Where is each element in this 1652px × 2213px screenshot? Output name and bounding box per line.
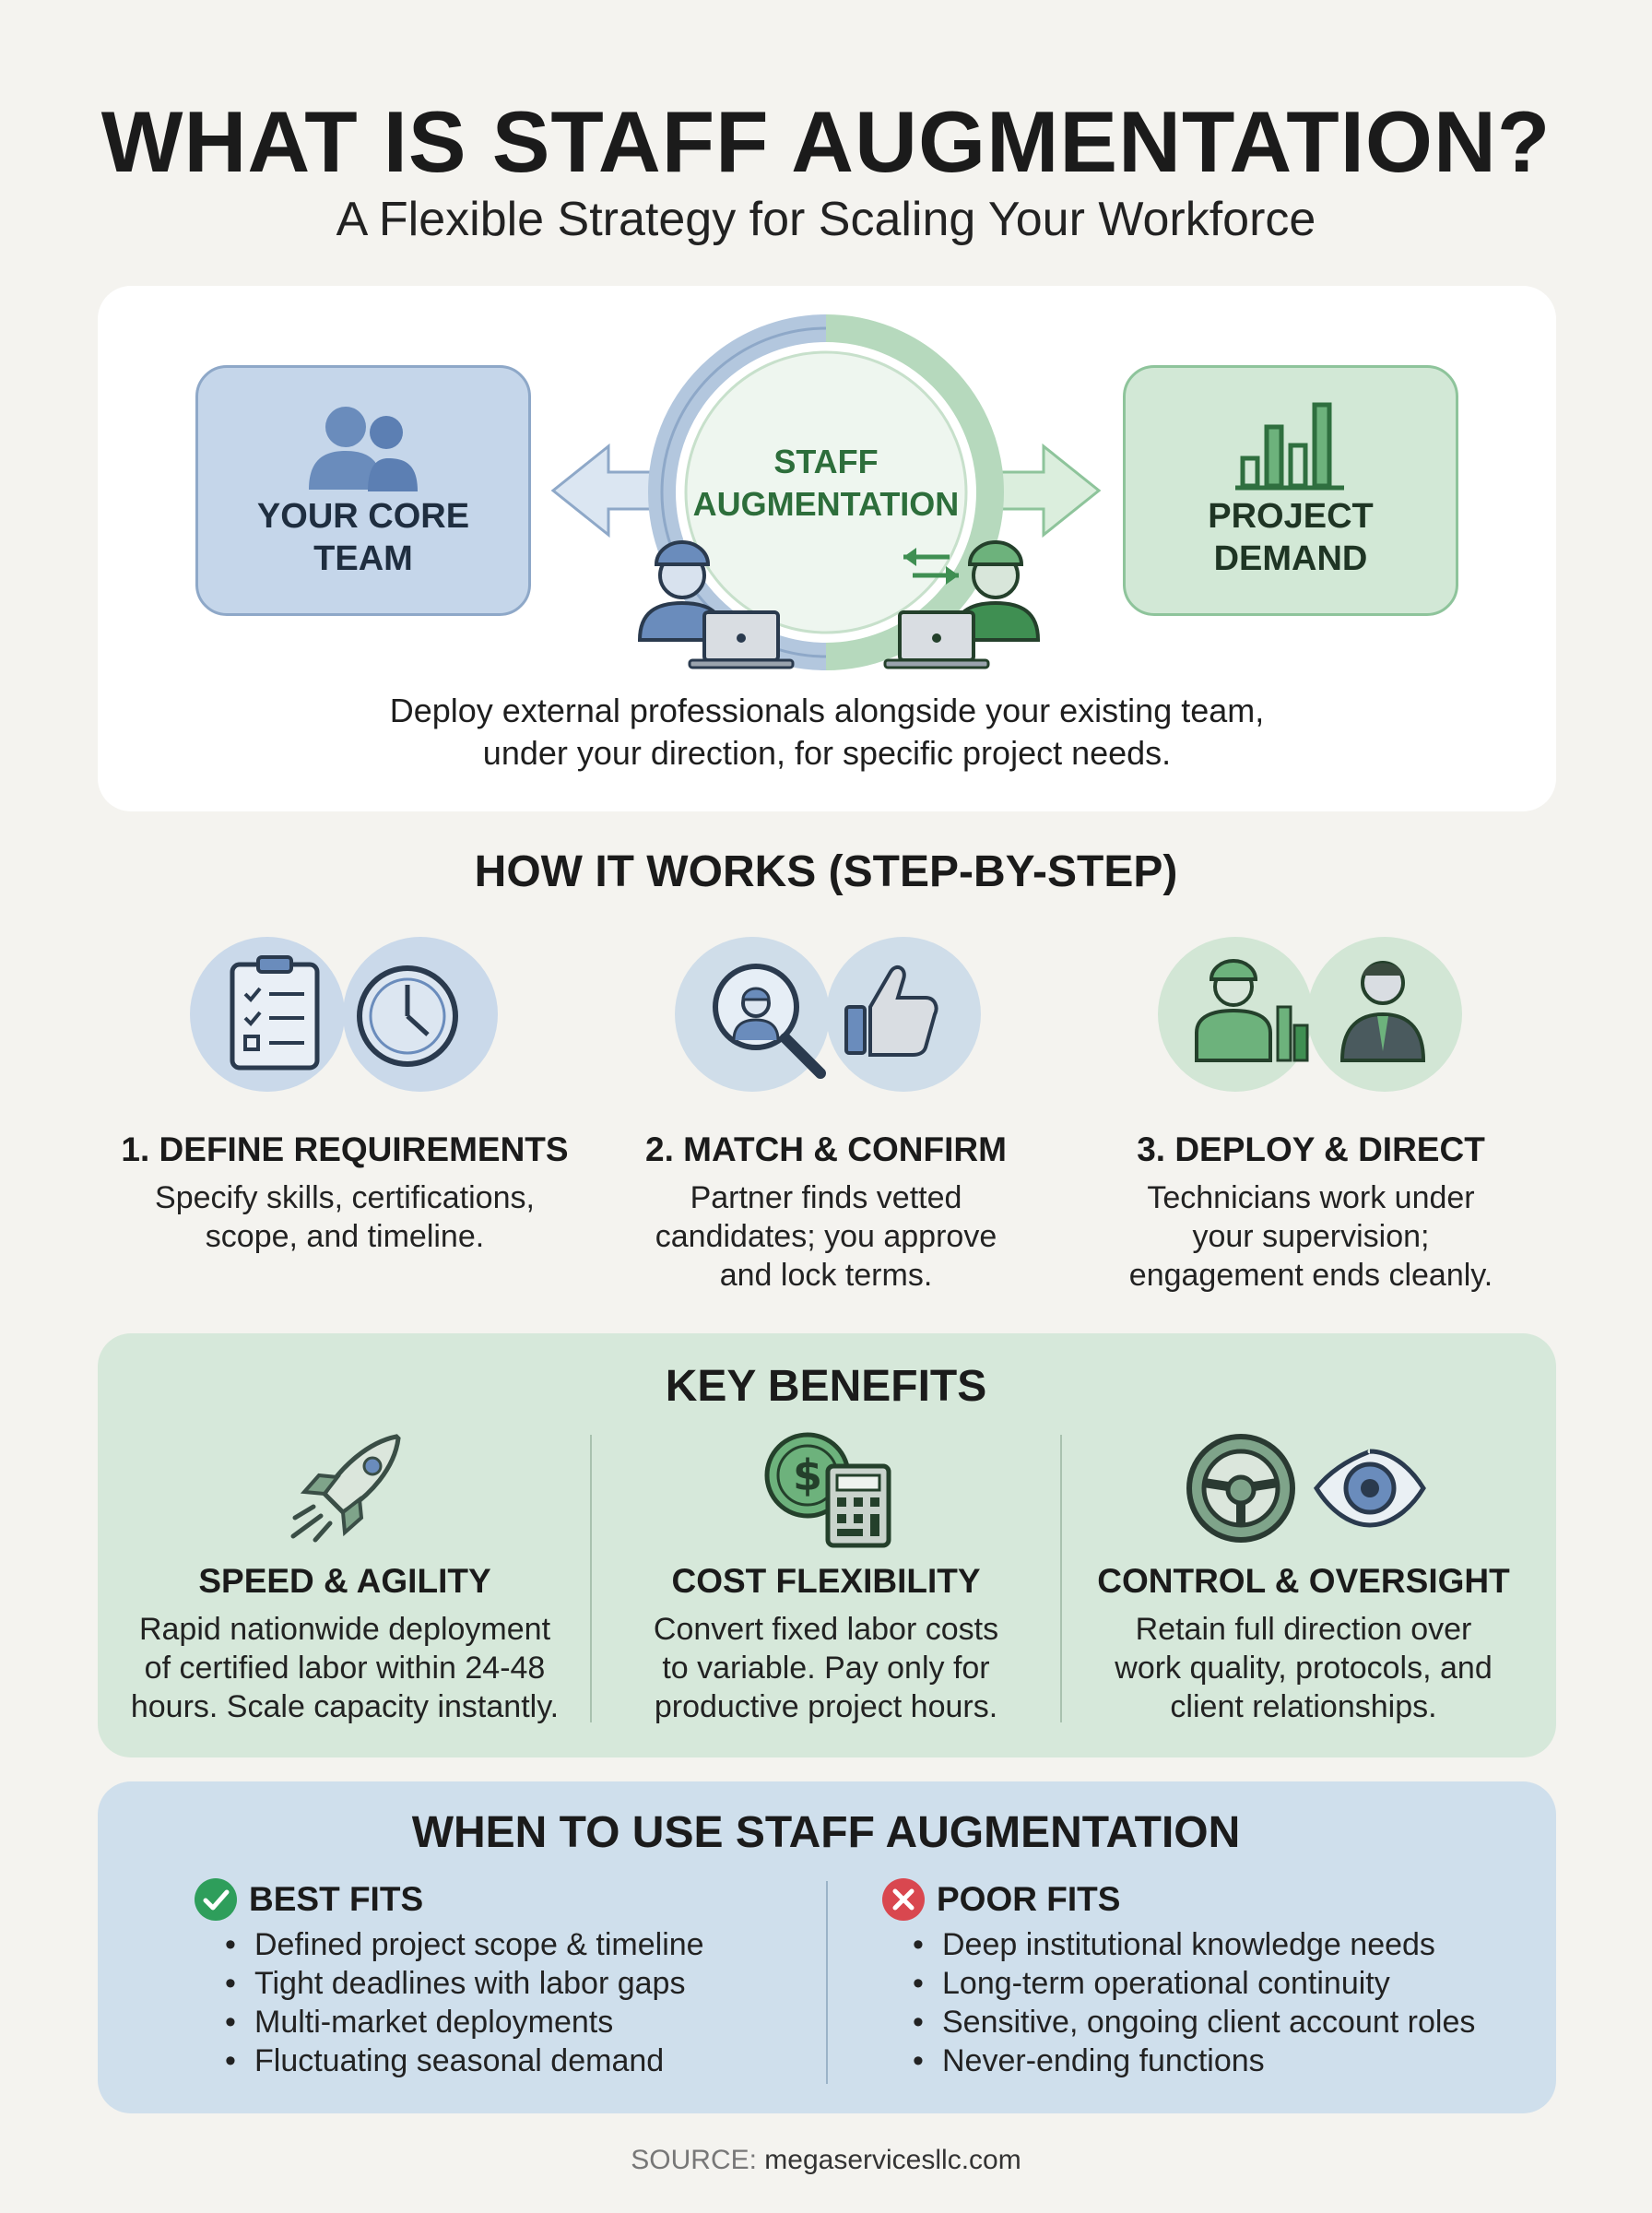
eye-icon	[1313, 1449, 1426, 1528]
list-item: Sensitive, ongoing client account roles	[909, 2003, 1475, 2041]
laptop-icon	[688, 610, 795, 669]
when-to-use-title: WHEN TO USE STAFF AUGMENTATION	[411, 1808, 1241, 1857]
bar-chart-icon	[1126, 399, 1456, 491]
benefit-2-description: Convert fixed labor costs to variable. P…	[653, 1612, 999, 1724]
page-subtitle: A Flexible Strategy for Scaling Your Wor…	[336, 193, 1316, 246]
list-item: Tight deadlines with labor gaps	[221, 1964, 704, 2003]
project-demand-label: PROJECT DEMAND	[1208, 497, 1374, 578]
best-fits-list: Defined project scope & timeline Tight d…	[221, 1925, 704, 2080]
source-link[interactable]: megaservicesllc.com	[764, 2145, 1021, 2175]
source-credit: SOURCE: megaservicesllc.com	[631, 2145, 1021, 2175]
core-team-box: YOUR CORE TEAM	[195, 365, 531, 616]
page-title: WHAT IS STAFF AUGMENTATION?	[100, 93, 1552, 190]
divider	[590, 1435, 592, 1722]
benefit-1-description: Rapid nationwide deployment of certified…	[130, 1612, 560, 1724]
divider	[826, 1881, 828, 2084]
step-2-description: Partner finds vetted candidates; you app…	[655, 1180, 997, 1293]
thumbs-up-icon	[844, 964, 938, 1057]
project-demand-box: PROJECT DEMAND	[1123, 365, 1458, 616]
key-benefits-title: KEY BENEFITS	[665, 1362, 987, 1411]
how-it-works-title: HOW IT WORKS (STEP-BY-STEP)	[474, 847, 1178, 896]
cycle-diagram	[550, 314, 1102, 670]
benefit-3-description: Retain full direction over work quality,…	[1115, 1612, 1493, 1724]
laptop-icon	[883, 610, 990, 669]
x-circle-icon	[882, 1878, 925, 1921]
step-3-description: Technicians work under your supervision;…	[1128, 1180, 1493, 1293]
check-circle-icon	[195, 1878, 237, 1921]
list-item: Multi-market deployments	[221, 2003, 704, 2041]
benefit-icons: $	[290, 1432, 1426, 1548]
list-item: Deep institutional knowledge needs	[909, 1925, 1475, 1964]
exchange-arrows-icon	[903, 548, 959, 585]
worker-icon	[1195, 959, 1309, 1062]
best-fits-heading: BEST FITS	[194, 1877, 423, 1922]
worker-icon	[637, 540, 727, 642]
poor-fits-heading: POOR FITS	[881, 1877, 1120, 1922]
core-team-label: YOUR CORE TEAM	[256, 497, 470, 578]
businessman-icon	[1339, 961, 1426, 1062]
step-1-title: 1. DEFINE REQUIREMENTS	[121, 1130, 569, 1168]
magnifier-icon	[713, 964, 826, 1079]
steps-icons	[190, 937, 1462, 1092]
step-3-title: 3. DEPLOY & DIRECT	[1137, 1130, 1485, 1168]
users-icon	[198, 399, 528, 501]
list-item: Never-ending functions	[909, 2041, 1475, 2080]
intro-description: Deploy external professionals alongside …	[98, 690, 1556, 775]
benefit-1-title: SPEED & AGILITY	[198, 1562, 491, 1600]
benefit-2-title: COST FLEXIBILITY	[671, 1562, 981, 1600]
svg-text:$: $	[793, 1450, 822, 1500]
clipboard-icon	[230, 955, 320, 1071]
divider	[1060, 1435, 1062, 1722]
list-item: Fluctuating seasonal demand	[221, 2041, 704, 2080]
intro-description-line: under your direction, for specific proje…	[482, 734, 1172, 772]
steering-wheel-icon	[1186, 1434, 1295, 1543]
right-arrow-icon	[996, 443, 1102, 538]
clock-icon	[357, 965, 458, 1067]
step-1-description: Specify skills, certifications, scope, a…	[155, 1180, 535, 1254]
rocket-icon	[290, 1434, 401, 1543]
dollar-calculator-icon: $	[764, 1432, 891, 1548]
list-item: Long-term operational continuity	[909, 1964, 1475, 2003]
benefit-3-title: CONTROL & OVERSIGHT	[1097, 1562, 1510, 1600]
list-item: Defined project scope & timeline	[221, 1925, 704, 1964]
staff-augmentation-label: STAFF AUGMENTATION	[692, 443, 960, 523]
intro-description-line: Deploy external professionals alongside …	[389, 692, 1265, 729]
poor-fits-list: Deep institutional knowledge needs Long-…	[909, 1925, 1475, 2080]
step-2-title: 2. MATCH & CONFIRM	[645, 1130, 1007, 1168]
left-arrow-icon	[550, 443, 656, 538]
benefits-panel	[98, 1333, 1556, 1757]
